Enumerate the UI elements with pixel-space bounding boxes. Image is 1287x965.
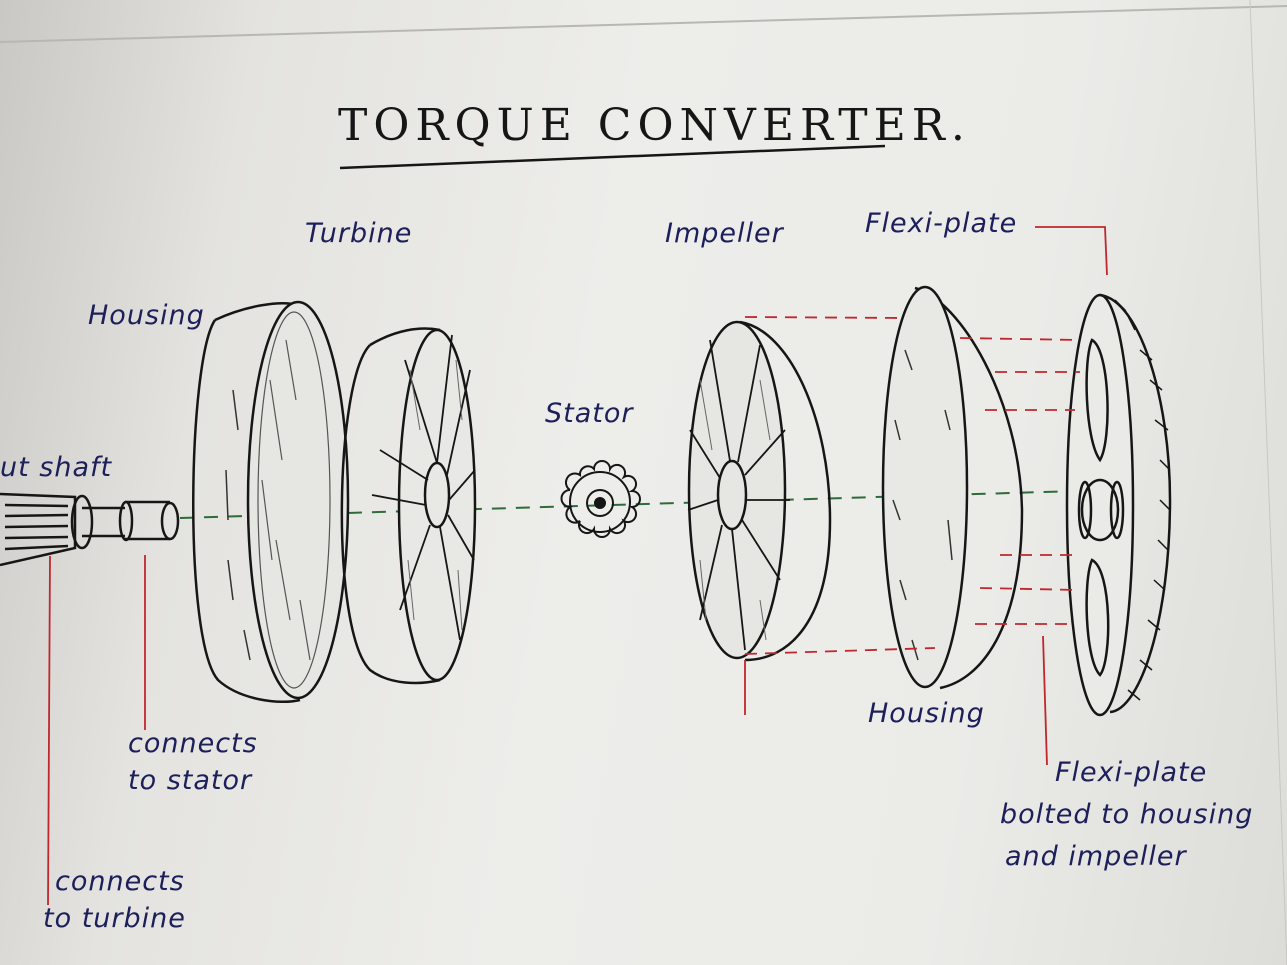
impeller-part [687, 320, 832, 662]
note-flexi-plate-bolted: Flexi-plate bolted to housing and impell… [1000, 752, 1280, 878]
note-connects-to-turbine-line-1: connects [55, 866, 185, 897]
note-flexi-plate-line-2: bolted to housing [1000, 799, 1254, 830]
page-title: TORQUE CONVERTER. [338, 100, 971, 151]
note-connects-to-stator-line-2: to stator [128, 765, 253, 796]
note-connects-to-stator: connects to stator [128, 728, 258, 796]
label-stator: Stator [545, 398, 634, 429]
turbine-part [340, 327, 477, 685]
stator-part [560, 460, 641, 538]
title-underline [339, 144, 886, 170]
label-turbine: Turbine [305, 218, 413, 249]
label-input-shaft: ut shaft [0, 452, 113, 483]
housing-left-part [192, 300, 350, 704]
leader-lines [47, 226, 1108, 906]
input-shaft [0, 492, 180, 567]
flexi-plate-part [1065, 293, 1172, 717]
label-impeller: Impeller [665, 218, 784, 249]
label-housing-right: Housing [868, 698, 985, 729]
note-connects-to-turbine-line-2: to turbine [43, 903, 186, 934]
note-flexi-plate-line-3: and impeller [1005, 841, 1187, 872]
housing-right-part [881, 285, 1024, 690]
note-flexi-plate-line-1: Flexi-plate [1055, 757, 1208, 788]
note-connects-to-turbine: connects to turbine [43, 866, 186, 934]
note-connects-to-stator-line-1: connects [128, 728, 258, 759]
label-flexi-plate-top: Flexi-plate [865, 208, 1018, 239]
label-housing-left: Housing [88, 300, 205, 331]
